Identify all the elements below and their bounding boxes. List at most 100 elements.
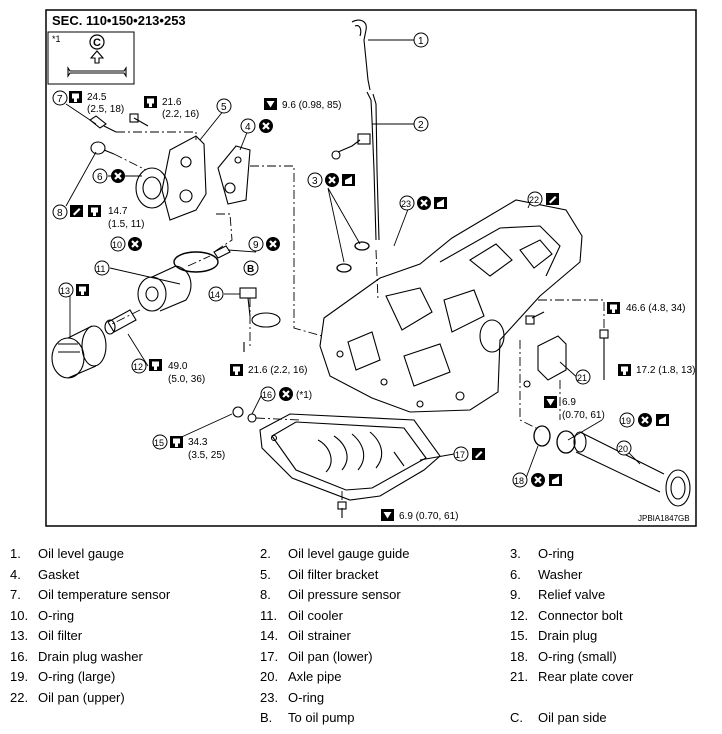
callout-15: 15 [152,434,168,450]
svg-text:4: 4 [245,122,251,133]
svg-text:11: 11 [96,264,105,274]
svg-text:10: 10 [112,240,122,250]
oil-strainer-part [239,287,281,352]
torque-spec-7-alt: (2.5, 18) [87,104,124,115]
svg-text:16: 16 [262,390,272,400]
torque-spec-12-alt: (5.0, 36) [168,374,205,385]
svg-text:8: 8 [57,208,63,219]
legend-item: 17.Oil pan (lower) [260,649,373,664]
torque-wrench-icon [381,509,394,521]
svg-text:3: 3 [312,176,318,187]
oil-application-icon [434,197,447,209]
callout-19: 19 [619,412,635,428]
legend-item: 16.Drain plug washer [10,649,143,664]
torque-wrench-icon [76,284,89,296]
diagram-frame [45,9,697,527]
callout-14: 14 [208,286,224,302]
svg-text:15: 15 [154,438,164,448]
legend-item: 20.Axle pipe [260,669,342,684]
image-code: JPBIA1847GB [638,514,690,523]
legend-item: 15.Drain plug [510,628,598,643]
legend-item: 11.Oil cooler [260,608,343,623]
do-not-reuse-icon [529,471,547,489]
legend-item: 23.O-ring [260,690,325,705]
callout-b: B [243,260,259,276]
callout-18: 18 [512,472,528,488]
do-not-reuse-icon [109,167,127,185]
legend-item: B.To oil pump [260,710,355,725]
torque-wrench-icon [544,396,557,408]
torque-spec-5: 21.6 [162,97,182,108]
svg-text:9: 9 [253,240,259,251]
legend-item: 12.Connector bolt [510,608,623,623]
svg-text:6: 6 [97,172,103,183]
svg-text:19: 19 [621,416,631,426]
callout-13: 13 [58,282,74,298]
torque-spec-5-alt: (2.2, 16) [162,109,199,120]
oil-application-icon [342,174,355,186]
oil-cooler-part [137,265,192,312]
svg-text:13: 13 [60,286,70,296]
svg-text:12: 12 [133,362,143,372]
legend-item: 10.O-ring [10,608,75,623]
torque-wrench-icon [144,96,157,108]
sensor-bolt-part [129,113,149,127]
callout-5: 5 [216,98,232,114]
torque-spec-21: 17.2 (1.8, 13) [636,365,695,376]
torque-spec-14: 21.6 (2.2, 16) [248,365,307,376]
legend-item: 7.Oil temperature sensor [10,587,171,602]
do-not-reuse-icon [126,235,144,253]
legend-item: 22.Oil pan (upper) [10,690,125,705]
o-ring-19 [556,430,576,454]
legend-item: 13.Oil filter [10,628,83,643]
svg-text:17: 17 [455,450,465,460]
do-not-reuse-icon [636,411,654,429]
o-ring-3-lower [336,263,352,273]
svg-text:B: B [247,264,254,275]
callout-22: 22 [527,191,543,207]
torque-spec-8: 14.7 [108,206,128,217]
do-not-reuse-icon [323,171,341,189]
svg-text:14: 14 [210,290,220,300]
callout-7: 7 [52,90,68,106]
legend-item: 6.Washer [510,567,583,582]
callout-4: 4 [240,118,256,134]
assembly-leader-lines [111,131,605,500]
inset-letter: C [93,37,101,49]
torque-spec-12: 49.0 [168,361,188,372]
legend-item: 5.Oil filter bracket [260,567,379,582]
oil-level-gauge-guide-part [331,91,380,241]
sealant-icon [546,193,559,205]
legend-item: 2.Oil level gauge guide [260,546,410,561]
do-not-reuse-icon [264,235,282,253]
callout-23: 23 [399,195,415,211]
torque-wrench-icon [607,302,620,314]
callout-17: 17 [453,446,469,462]
callout-8: 8 [52,204,68,220]
torque-spec-15: 34.3 [188,437,208,448]
callout-20: 20 [616,440,632,456]
legend-item: 9.Relief valve [510,587,606,602]
o-ring-10 [173,251,219,273]
callout-9: 9 [248,236,264,252]
callout-21: 21 [575,369,591,385]
callout-3: 3 [307,172,323,188]
torque-spec-17: 6.9 (0.70, 61) [399,511,458,522]
drain-plug-part [232,406,244,418]
inset-note: *1 [52,34,61,44]
o-ring-3-upper [354,241,370,251]
torque-note-16: (*1) [296,390,312,401]
legend-item: 21.Rear plate cover [510,669,634,684]
legend-item: 19.O-ring (large) [10,669,116,684]
svg-text:2: 2 [418,120,424,131]
callout-10: 10 [110,236,126,252]
legend-item: 1.Oil level gauge [10,546,124,561]
oil-pressure-sensor-part [90,141,115,155]
oil-filter-bracket-part [135,135,207,221]
torque-spec-2: 9.6 (0.98, 85) [282,100,341,111]
sealant-icon [70,205,83,217]
inset-box: *1 C [47,31,135,85]
torque-spec-19-alt: (0.70, 61) [562,410,605,421]
torque-wrench-icon [230,364,243,376]
svg-text:20: 20 [618,444,628,454]
